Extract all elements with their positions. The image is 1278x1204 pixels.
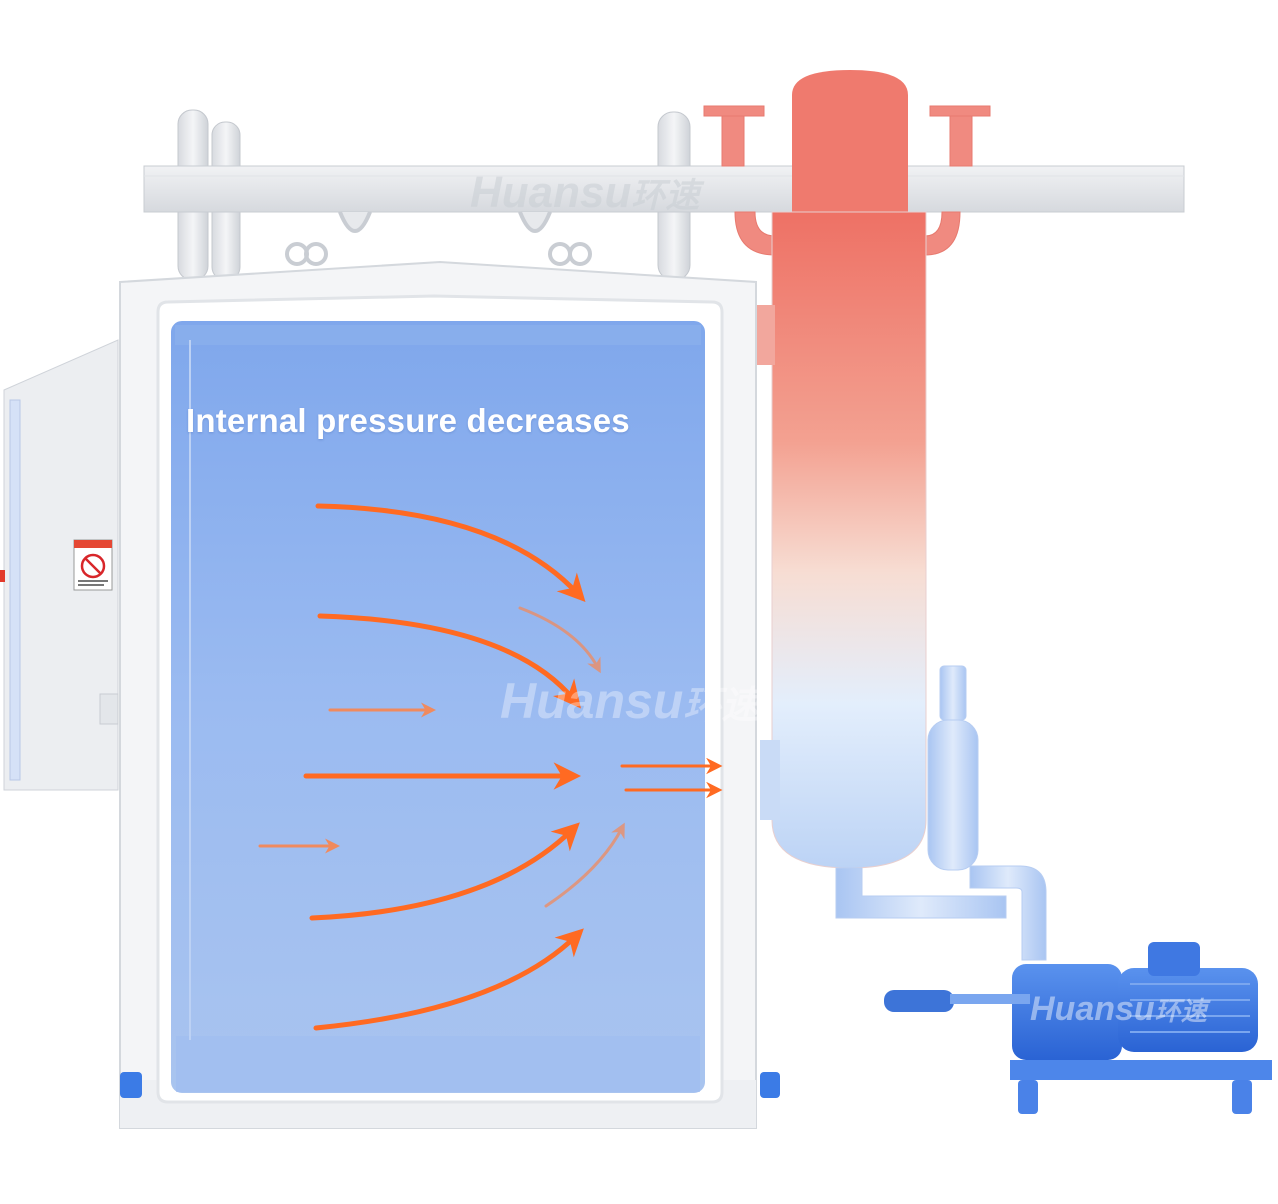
lifting-lugs — [285, 211, 592, 266]
chamber-feet — [120, 1072, 780, 1098]
diagram-caption: Internal pressure decreases — [186, 402, 630, 439]
watermark-cjk-center: 环速 — [683, 685, 760, 727]
top-support-beam — [143, 165, 1185, 213]
pressure-flow-arrows — [258, 503, 723, 1031]
watermark-cjk-pump: 环速 — [1154, 996, 1207, 1026]
flow-arrow-7 — [309, 822, 580, 921]
pump-piping — [835, 665, 1047, 961]
condenser-top-fittings — [703, 105, 991, 256]
watermark-latin: Huansu — [470, 168, 632, 217]
watermark-latin-pump: Huansu — [1030, 990, 1155, 1028]
brand-watermark-pump: Huansu环速 — [1030, 990, 1207, 1029]
watermark-latin-center: Huansu — [500, 673, 684, 729]
flow-arrow-2 — [317, 613, 581, 709]
flow-arrow-9 — [313, 928, 584, 1031]
brand-watermark: Huansu环速 — [470, 168, 699, 218]
watermark-cjk: 环速 — [631, 177, 700, 215]
vacuum-pump — [884, 964, 1272, 1114]
condenser-column — [755, 70, 927, 869]
brand-watermark-center: Huansu环速 — [500, 672, 759, 730]
flow-arrow-1 — [315, 503, 586, 603]
flow-arrow-3 — [518, 606, 601, 674]
pump-motor — [1118, 942, 1258, 1052]
chamber-door — [156, 294, 724, 1104]
flow-arrow-8 — [544, 822, 625, 908]
control-box — [0, 339, 119, 791]
no-person-warning-icon — [73, 539, 113, 591]
